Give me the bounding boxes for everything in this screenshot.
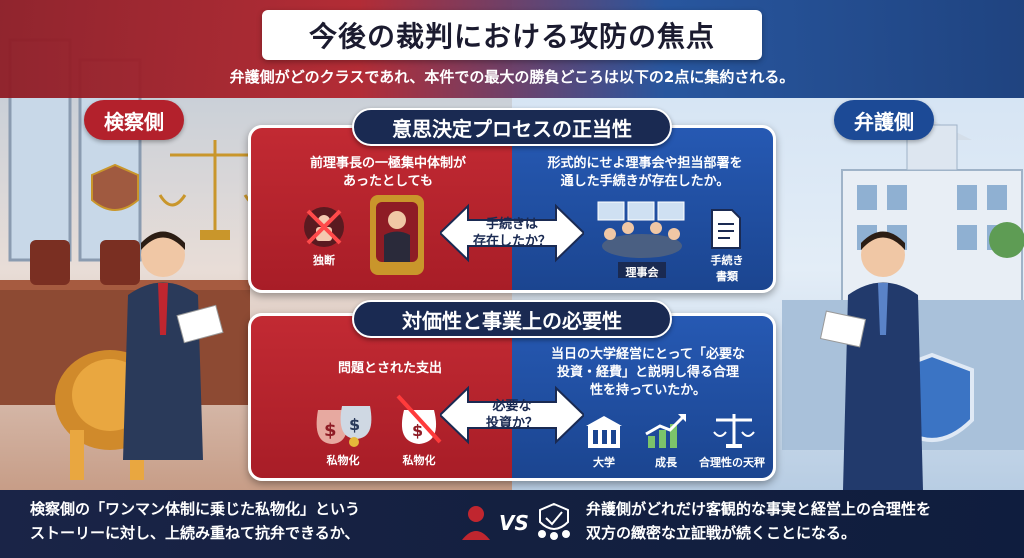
- page-title: 今後の裁判における攻防の焦点: [308, 20, 715, 53]
- growth-chart-icon: [645, 414, 686, 448]
- double-arrow-icon-2: [440, 385, 584, 445]
- defense-label: 弁護側: [834, 100, 934, 140]
- page-subtitle: 弁護側がどのクラスであれ、本件での最大の勝負どころは以下の2点に集約される。: [229, 68, 795, 86]
- private-use-label-2: 私物化: [402, 454, 436, 467]
- dictatorship-label: 独断: [313, 254, 335, 267]
- defense-figure: [819, 231, 923, 490]
- university-icon: [586, 416, 622, 448]
- panel2-left-text: 問題とされた支出: [337, 361, 442, 376]
- panel2-title: 対価性と事業上の必要性: [352, 300, 672, 338]
- throne-chairman-icon: [370, 195, 424, 275]
- no-dictatorship-icon: [304, 207, 344, 247]
- document-icon: [711, 209, 741, 249]
- vs-label: VS: [499, 511, 529, 535]
- panel2-right-text: 当日の大学経営にとって「必要な 投資・経費」と説明し得る合理 性を持っていたか。: [551, 347, 745, 398]
- conclusion-band: [0, 490, 1024, 558]
- growth-label: 成長: [655, 456, 677, 469]
- board-meeting-icon: [597, 201, 685, 278]
- double-arrow-icon: [440, 203, 584, 263]
- rationality-scale-label: 合理性の天秤: [699, 456, 765, 469]
- svg-text:$: $: [412, 421, 423, 440]
- board-label: 理事会: [625, 266, 659, 279]
- svg-text:$: $: [324, 420, 337, 441]
- balance-scale-icon: [713, 414, 755, 448]
- conclusion-right-text: 弁護側がどれだけ客観的な事実と経営上の合理性を 双方の緻密な立証戦が続くことにな…: [586, 500, 932, 542]
- panel1-left-text: 前理事長の一極集中体制が あったとしても: [309, 156, 466, 189]
- prosecutor-mini-icon: [462, 506, 490, 540]
- private-use-label-1: 私物化: [326, 454, 360, 467]
- title-box: 今後の裁判における攻防の焦点: [262, 10, 762, 60]
- university-label: 大学: [593, 456, 615, 469]
- procedure-document-label: 手続き 書類: [710, 254, 744, 283]
- conclusion-left-text: 検察側の「ワンマン体制に乗じた私物化」という ストーリーに対し、上続み重ねて抗弁…: [30, 500, 361, 542]
- prosecutor-figure: [123, 231, 224, 460]
- money-bags-icon: $ $: [316, 406, 372, 447]
- panel1-title: 意思決定プロセスの正当性: [352, 108, 672, 146]
- panel1-center-question: 手続きは 存在したか？: [472, 217, 551, 249]
- panel2-center-question: 必要な 投資か？: [485, 399, 538, 431]
- prosecution-label: 検察側: [84, 100, 184, 140]
- panel1-right-text: 形式的にせよ理事会や担当部署を 通した手続きが存在したか。: [547, 156, 743, 189]
- prohibited-money-bag-icon: $: [396, 394, 442, 444]
- svg-text:$: $: [349, 415, 360, 434]
- defense-team-icon: [538, 502, 570, 540]
